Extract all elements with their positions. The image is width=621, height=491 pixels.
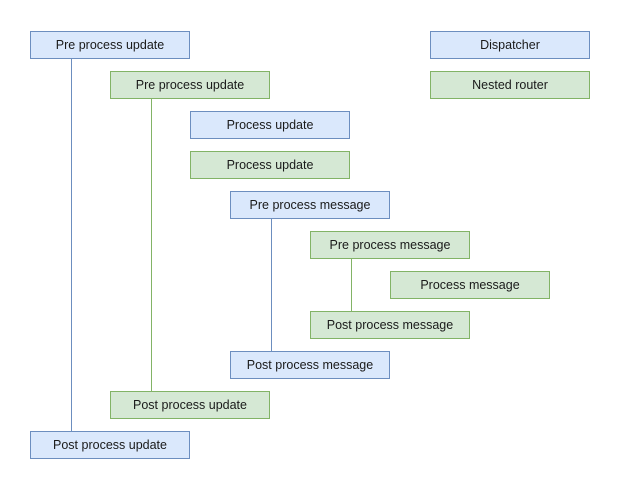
legend-item-router: Nested router: [430, 71, 590, 99]
connector-n5-to-n9: [271, 219, 272, 351]
flow-node-n2[interactable]: Pre process update: [110, 71, 270, 99]
connector-n1-to-n11: [71, 59, 72, 431]
connector-n6-to-n8: [351, 259, 352, 311]
flow-node-n10[interactable]: Post process update: [110, 391, 270, 419]
flow-node-n9[interactable]: Post process message: [230, 351, 390, 379]
connector-n2-to-n10: [151, 99, 152, 391]
legend-item-dispatcher: Dispatcher: [430, 31, 590, 59]
flow-node-n1[interactable]: Pre process update: [30, 31, 190, 59]
flow-node-n5[interactable]: Pre process message: [230, 191, 390, 219]
flow-node-n3[interactable]: Process update: [190, 111, 350, 139]
flow-node-n8[interactable]: Post process message: [310, 311, 470, 339]
flow-node-n4[interactable]: Process update: [190, 151, 350, 179]
flow-node-n7[interactable]: Process message: [390, 271, 550, 299]
flow-node-n11[interactable]: Post process update: [30, 431, 190, 459]
flow-node-n6[interactable]: Pre process message: [310, 231, 470, 259]
